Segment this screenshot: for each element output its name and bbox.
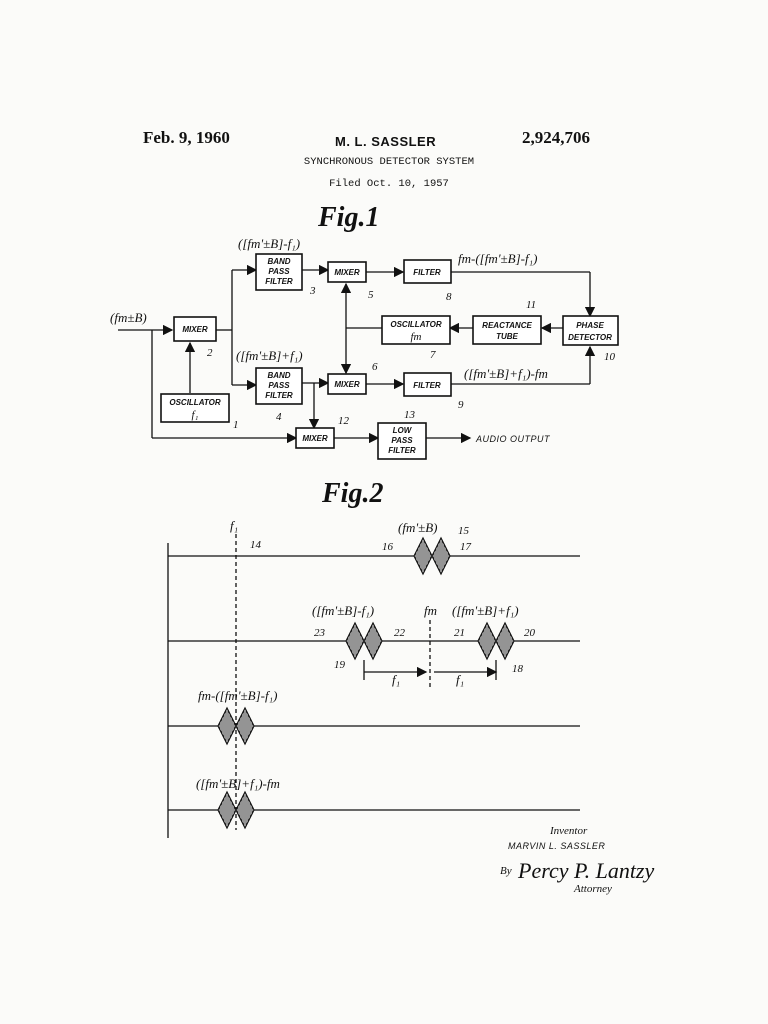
- svg-text:MIXER: MIXER: [334, 380, 360, 389]
- svg-text:BAND: BAND: [267, 257, 290, 266]
- spectrum-row4: [217, 790, 255, 830]
- svg-text:PASS: PASS: [391, 436, 413, 445]
- row2-left-label: ([fm'±B]-f₁): [312, 603, 374, 618]
- mixer-block-12: MIXER: [295, 427, 335, 449]
- ref-18: 18: [512, 663, 524, 675]
- svg-text:REACTANCE: REACTANCE: [482, 321, 532, 330]
- mixer-block-6: MIXER: [327, 373, 367, 395]
- ref-14: 14: [250, 539, 262, 551]
- phase-detector-block-10: PHASE DETECTOR: [562, 315, 619, 346]
- spacing-left-label: f₁: [392, 672, 400, 687]
- fig2-axes: [167, 534, 580, 838]
- mixer-block-5: MIXER: [327, 261, 367, 283]
- bpf3-output-label: ([fm'±B]-f₁): [238, 236, 300, 251]
- filter-block-9: FILTER: [403, 372, 452, 397]
- spacing-right-label: f₁: [456, 672, 464, 687]
- svg-text:BAND: BAND: [267, 371, 290, 380]
- svg-text:13: 13: [404, 409, 416, 421]
- svg-text:1: 1: [233, 419, 239, 431]
- oscillator-block-7: OSCILLATOR fm: [381, 315, 451, 345]
- svg-text:FILTER: FILTER: [413, 268, 441, 277]
- by-label: By: [500, 865, 512, 877]
- input-signal-label: (fm±B): [110, 310, 147, 325]
- filter8-output-label: fm-([fm'±B]-f₁): [458, 251, 537, 266]
- patent-title: SYNCHRONOUS DETECTOR SYSTEM: [303, 156, 475, 168]
- svg-text:OSCILLATOR: OSCILLATOR: [169, 398, 220, 407]
- row2-right-label: ([fm'±B]+f₁): [452, 603, 519, 618]
- svg-text:PHASE: PHASE: [576, 321, 604, 330]
- svg-text:MIXER: MIXER: [182, 325, 208, 334]
- ref-19: 19: [334, 659, 346, 671]
- svg-text:DETECTOR: DETECTOR: [568, 333, 612, 342]
- row3-signal-label: fm-([fm'±B]-f₁): [198, 688, 277, 703]
- svg-text:PASS: PASS: [268, 267, 290, 276]
- ref-17: 17: [460, 541, 472, 553]
- fig1-caption: Fig.1: [317, 202, 379, 233]
- fig1-reference-numerals: 1 2 3 4 5 6 7 8 9 10 11 12 13: [207, 285, 616, 431]
- audio-output-label: AUDIO OUTPUT: [475, 434, 551, 444]
- fig1-wiring: [118, 264, 596, 444]
- svg-text:FILTER: FILTER: [265, 391, 293, 400]
- row1-signal-label: (fm'±B): [398, 520, 438, 535]
- svg-text:12: 12: [338, 415, 350, 427]
- svg-text:FILTER: FILTER: [388, 446, 416, 455]
- row2-mid-label: fm: [424, 603, 437, 618]
- mixer-block-2: MIXER: [173, 316, 217, 342]
- oscillator-block-1: OSCILLATOR f₁: [160, 393, 230, 423]
- ref-20: 20: [524, 627, 536, 639]
- band-pass-filter-block-4: BAND PASS FILTER: [255, 367, 303, 405]
- svg-text:2: 2: [207, 347, 213, 359]
- filed-date: Filed Oct. 10, 1957: [329, 178, 449, 190]
- filter9-output-label: ([fm'±B]+f₁)-fm: [464, 366, 548, 381]
- spectrum-19: [345, 621, 383, 661]
- svg-text:3: 3: [309, 285, 316, 297]
- ref-23: 23: [314, 627, 326, 639]
- svg-text:FILTER: FILTER: [413, 381, 441, 390]
- low-pass-filter-block-13: LOW PASS FILTER: [377, 422, 427, 460]
- svg-text:MIXER: MIXER: [334, 268, 360, 277]
- ref-22: 22: [394, 627, 406, 639]
- svg-text:f₁: f₁: [192, 409, 199, 421]
- patent-date: Feb. 9, 1960: [143, 128, 230, 147]
- fig2-spectra: [217, 536, 515, 830]
- ref-21: 21: [454, 627, 465, 639]
- attorney-caption: Attorney: [573, 883, 612, 895]
- svg-text:OSCILLATOR: OSCILLATOR: [390, 320, 441, 329]
- row4-signal-label: ([fm'±B]+f₁)-fm: [196, 776, 280, 791]
- svg-text:8: 8: [446, 291, 452, 303]
- reactance-tube-block-11: REACTANCE TUBE: [472, 315, 542, 345]
- svg-text:4: 4: [276, 411, 282, 423]
- svg-text:PASS: PASS: [268, 381, 290, 390]
- svg-text:11: 11: [526, 299, 536, 311]
- ref-15: 15: [458, 525, 470, 537]
- svg-text:9: 9: [458, 399, 464, 411]
- ref-16: 16: [382, 541, 394, 553]
- fig2-caption: Fig.2: [321, 478, 383, 509]
- bpf4-output-label: ([fm'±B]+f₁): [236, 348, 303, 363]
- spectrum-18: [477, 621, 515, 661]
- band-pass-filter-block-3: BAND PASS FILTER: [255, 253, 303, 291]
- patent-number: 2,924,706: [522, 128, 590, 147]
- svg-text:fm: fm: [411, 331, 422, 343]
- svg-text:FILTER: FILTER: [265, 277, 293, 286]
- spectrum-row3: [217, 706, 255, 746]
- svg-text:7: 7: [430, 349, 436, 361]
- f1-marker-label: f₁: [230, 518, 238, 533]
- inventor-caption: Inventor: [549, 825, 588, 837]
- attorney-signature: Percy P. Lantzy: [517, 858, 654, 883]
- filter-block-8: FILTER: [403, 259, 452, 284]
- svg-text:TUBE: TUBE: [496, 332, 518, 341]
- svg-text:LOW: LOW: [393, 426, 413, 435]
- inventor-name: M. L. SASSLER: [335, 134, 437, 149]
- svg-text:10: 10: [604, 351, 616, 363]
- svg-text:5: 5: [368, 289, 374, 301]
- svg-text:MIXER: MIXER: [302, 434, 328, 443]
- svg-text:6: 6: [372, 361, 378, 373]
- spectrum-15: [413, 536, 451, 576]
- signature-inventor-name: MARVIN L. SASSLER: [508, 841, 605, 851]
